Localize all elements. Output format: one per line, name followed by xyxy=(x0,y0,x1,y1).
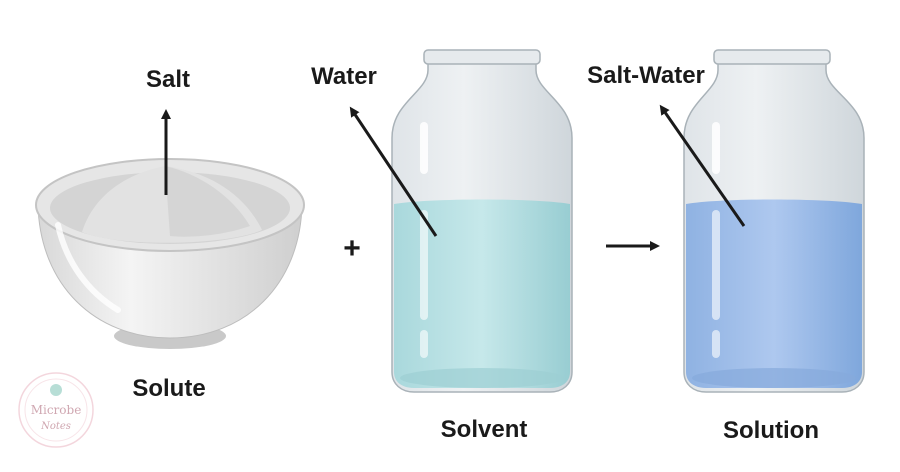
salt-label: Salt xyxy=(146,66,190,93)
salt-water-arrow xyxy=(659,104,746,227)
solution-bottle xyxy=(683,49,865,393)
watermark-line2: Notes xyxy=(40,421,71,432)
solvent-label: Solvent xyxy=(441,416,528,443)
water-bottle-shine-top xyxy=(420,122,428,174)
solution-bottle-mouth xyxy=(713,49,831,65)
solution-bottle-shine-low xyxy=(712,330,720,358)
water-bottle-mouth xyxy=(423,49,541,65)
salt-pile-shade xyxy=(165,166,250,237)
water-bottle-bottom xyxy=(400,368,564,388)
salt-water-liquid xyxy=(686,199,862,388)
watermark-ring xyxy=(18,372,94,448)
watermark-ring-inner xyxy=(24,378,88,442)
solution-label: Solution xyxy=(723,417,819,444)
solute-label: Solute xyxy=(132,375,205,402)
watermark-line1: Microbe xyxy=(31,403,82,417)
water-label: Water xyxy=(311,63,377,90)
water-bottle-shine-low xyxy=(420,330,428,358)
salt-bowl xyxy=(35,158,305,349)
solution-bottle-shine-top xyxy=(712,122,720,174)
water-liquid xyxy=(394,199,570,388)
water-arrow xyxy=(349,106,438,237)
bowl-highlight xyxy=(55,222,121,313)
water-bottle xyxy=(391,49,573,393)
solution-bottle-shine-mid xyxy=(712,210,720,320)
salt-water-label: Salt-Water xyxy=(587,62,705,89)
microbe-icon xyxy=(50,384,62,396)
plus-sign: + xyxy=(343,232,361,265)
water-bottle-shine-mid xyxy=(420,210,428,320)
microbe-notes-watermark: Microbe Notes xyxy=(18,372,94,448)
solution-bottle-bottom xyxy=(692,368,856,388)
